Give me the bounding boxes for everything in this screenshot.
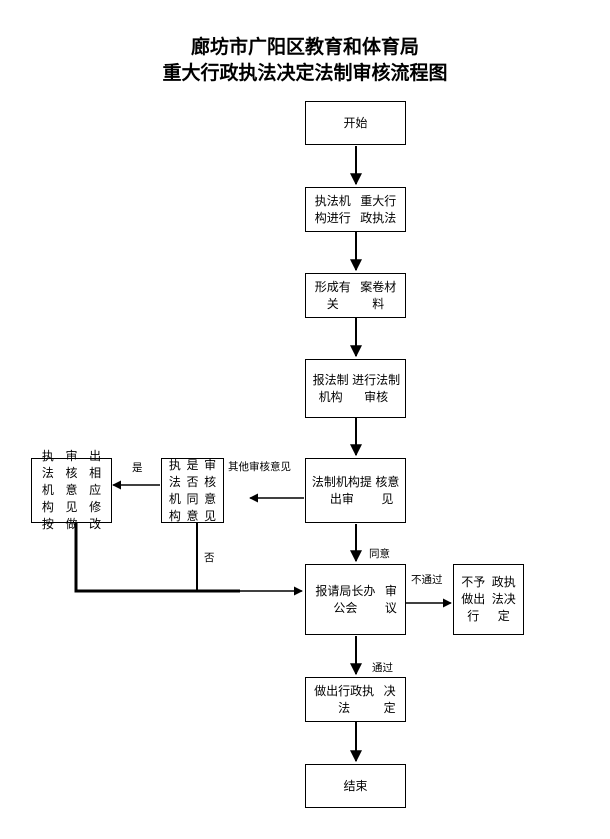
box-form-case-materials: 形成有关 案卷材料	[305, 273, 406, 318]
box-step2-line1: 形成有关	[314, 279, 351, 311]
line-revise-down	[74, 522, 197, 593]
diagram-title-line2: 重大行政执法决定法制审核流程图	[162, 62, 448, 84]
box-step2-line2: 案卷材料	[360, 279, 397, 311]
box-revise-per-opinion: 执法机构按 审核意见做 出相应修改	[31, 449, 112, 531]
box-agree-line1: 执法机构	[168, 457, 181, 523]
box-decide-line2: 决定	[383, 683, 396, 715]
label-yes: 是	[132, 462, 143, 474]
box-submit-legal-review: 报法制机构 进行法制审核	[305, 359, 406, 418]
box-report-director-meeting: 报请局长办公会 审议	[305, 564, 406, 635]
label-agree: 同意	[369, 548, 390, 560]
diagram-title-line1: 廊坊市广阳区教育和体育局	[190, 36, 419, 58]
box-agree-line3: 审核意见	[204, 457, 217, 523]
label-no: 否	[204, 552, 215, 564]
box-revise-line1: 执法机构按	[41, 449, 54, 531]
box-start: 开始	[305, 101, 406, 145]
box-step1-line2: 重大行政执法	[360, 193, 397, 225]
box-make-decision: 做出行政执法 决定	[305, 677, 406, 722]
box-step4-line2: 核意见	[375, 474, 400, 506]
box-execute-enforcement: 执法机构进行 重大行政执法	[305, 187, 406, 232]
box-end-text: 结束	[343, 778, 368, 793]
label-not-pass: 不通过	[411, 574, 443, 586]
box-report-line1: 报请局长办公会	[315, 583, 376, 615]
label-other-opinion: 其他审核意见	[228, 461, 291, 473]
box-step4-line1: 法制机构提出审	[311, 474, 372, 506]
label-pass: 通过	[372, 662, 393, 674]
box-reject-line1: 不予做出行	[461, 575, 486, 623]
box-end: 结束	[305, 764, 406, 808]
box-start-text: 开始	[343, 115, 368, 130]
box-report-line2: 审议	[384, 583, 397, 615]
box-revise-line3: 出相应修改	[89, 449, 102, 531]
box-step3-line1: 报法制机构	[312, 372, 349, 404]
box-agree-with-opinion: 执法机构 是否同意 审核意见	[161, 458, 224, 523]
box-legal-review-opinion: 法制机构提出审 核意见	[305, 458, 406, 523]
box-step1-line1: 执法机构进行	[314, 193, 351, 225]
box-revise-line2: 审核意见做	[65, 449, 78, 531]
box-step3-line2: 进行法制审核	[352, 372, 401, 404]
box-no-decision: 不予做出行 政执法决定	[453, 564, 524, 635]
box-decide-line1: 做出行政执法	[314, 683, 375, 715]
box-reject-line2: 政执法决定	[491, 575, 516, 623]
box-agree-line2: 是否同意	[186, 457, 199, 523]
